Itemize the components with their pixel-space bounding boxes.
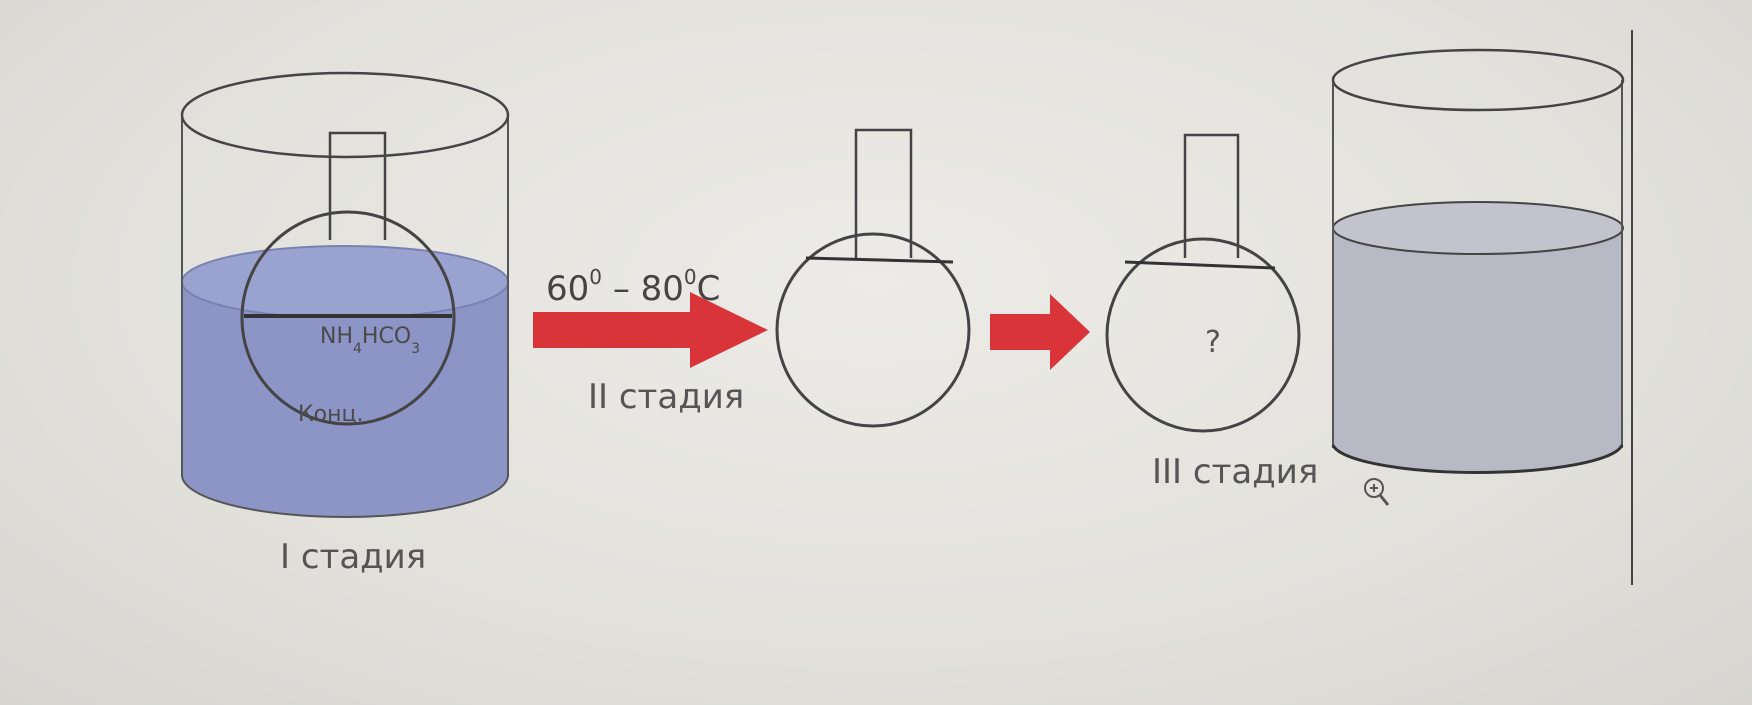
temp-low-degree: 0: [589, 265, 602, 289]
flask-2-bulb: [775, 232, 971, 428]
temp-high-degree: 0: [683, 265, 697, 289]
beaker-right: [1331, 48, 1625, 474]
flask-3-unknown: ?: [1205, 325, 1221, 360]
beaker-right-rim: [1331, 48, 1625, 112]
formula-nh: NH: [320, 324, 353, 349]
flask-1-formula: NH4HCO3: [320, 324, 420, 357]
formula-sub-3: 3: [411, 341, 421, 357]
formula-sub-4: 4: [353, 341, 362, 357]
beaker-1-liquid-surface: [181, 245, 509, 319]
temp-low: 60: [546, 269, 590, 309]
temperature-label: 600 – 800C: [546, 267, 721, 309]
zoom-in-icon[interactable]: [1362, 476, 1392, 510]
flask-stage-2: [775, 128, 971, 428]
flask-1-solution: [244, 316, 452, 420]
formula-hco: HCO: [361, 324, 412, 349]
beaker-1-rim: [180, 71, 510, 159]
arrow-stage-3: [990, 294, 1090, 370]
stage-2-label: II стадия: [588, 377, 745, 417]
arrow-stage-2: [533, 292, 768, 368]
beaker-stage-1: [180, 71, 510, 518]
temp-unit: C: [696, 269, 721, 309]
stage-3-label: III стадия: [1152, 452, 1319, 492]
flask-1-conc-label: Конц.: [298, 402, 364, 427]
flask-3-bulb: [1105, 237, 1301, 433]
flask-stage-3: [1105, 133, 1301, 433]
stage-1-label: I стадия: [280, 537, 427, 577]
beaker-right-liquid-surface: [1332, 201, 1624, 255]
beaker-right-liquid: [1333, 228, 1622, 473]
flask-stage-1: [240, 131, 456, 426]
temp-dash: –: [612, 269, 630, 309]
flask-1-bulb: [240, 210, 456, 426]
temp-high: 80: [640, 269, 684, 309]
